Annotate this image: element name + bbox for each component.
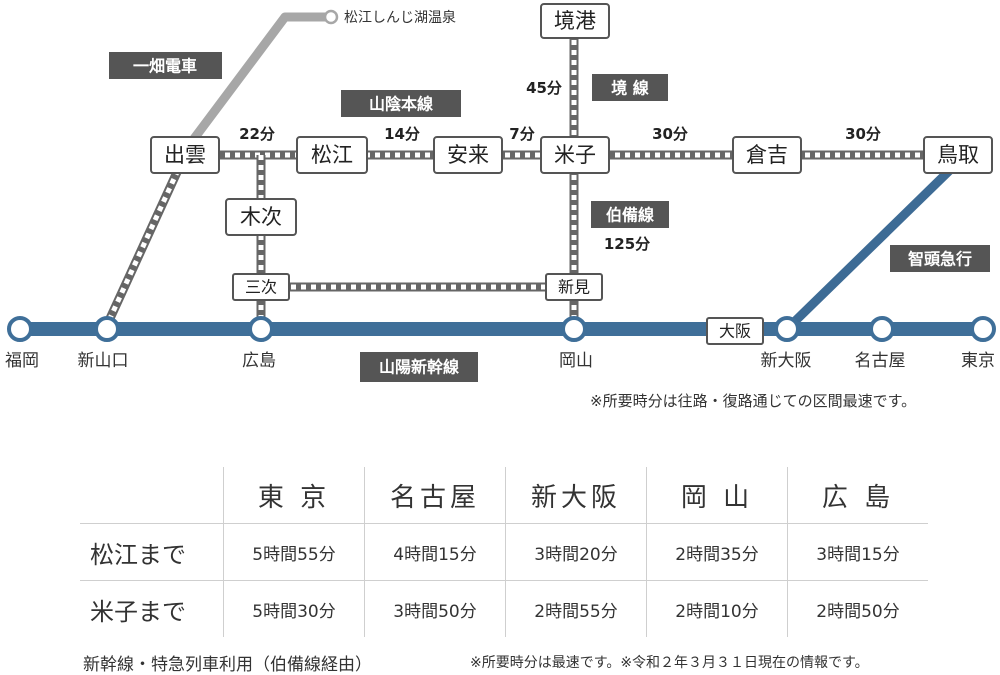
label-hiroshima: 広島 bbox=[242, 351, 276, 371]
col-okayama: 岡 山 bbox=[646, 467, 788, 524]
label-shinosaka: 新大阪 bbox=[761, 351, 812, 371]
station-matsue: 松江 bbox=[296, 136, 368, 174]
svg-text:山陰本線: 山陰本線 bbox=[369, 95, 433, 114]
stop-nagoya bbox=[869, 316, 895, 342]
label-sakai: 境 線 bbox=[592, 74, 668, 101]
table-cell: 3時間20分 bbox=[505, 523, 647, 581]
svg-text:伯備線: 伯備線 bbox=[606, 206, 654, 225]
table-cell: 2時間50分 bbox=[787, 580, 928, 637]
station-kurayoshi: 倉吉 bbox=[732, 136, 802, 174]
col-tokyo: 東 京 bbox=[223, 467, 365, 524]
route-map: 松江しんじ湖温泉 福岡 新山口 広島 岡山 新大阪 名古屋 東京 境港 出雲 bbox=[5, 3, 996, 410]
table-cell: 5時間30分 bbox=[223, 580, 365, 637]
table-cell: 3時間15分 bbox=[787, 523, 928, 581]
footer-disclaimer: ※所要時分は最速です。※令和２年３月３１日現在の情報です。 bbox=[470, 655, 869, 671]
time-yasugi-yonago: 7分 bbox=[509, 125, 534, 143]
col-shinosaka: 新大阪 bbox=[505, 467, 647, 524]
row-label-yonago: 米子まで bbox=[80, 580, 224, 637]
table-cell: 2時間10分 bbox=[646, 580, 788, 637]
label-nagoya: 名古屋 bbox=[855, 351, 906, 371]
label-fukuoka: 福岡 bbox=[5, 351, 39, 371]
station-yasugi: 安来 bbox=[433, 136, 503, 174]
travel-time-table: 東 京 名古屋 新大阪 岡 山 広 島 松江まで 5時間55分 4時間15分 3… bbox=[80, 467, 928, 637]
time-kurayoshi-tottori: 30分 bbox=[845, 125, 881, 143]
table-row: 松江まで 5時間55分 4時間15分 3時間20分 2時間35分 3時間15分 bbox=[80, 523, 928, 581]
ichibata-line bbox=[189, 12, 331, 143]
station-tottori: 鳥取 bbox=[923, 136, 993, 174]
time-yonago-kurayoshi: 30分 bbox=[652, 125, 688, 143]
svg-text:智頭急行: 智頭急行 bbox=[908, 250, 972, 269]
svg-text:米子: 米子 bbox=[554, 143, 596, 167]
svg-text:山陽新幹線: 山陽新幹線 bbox=[379, 358, 459, 377]
station-niimi: 新見 bbox=[545, 273, 603, 301]
table-corner bbox=[80, 467, 224, 524]
footer-route-note: 新幹線・特急列車利用（伯備線経由） bbox=[83, 655, 372, 675]
chizu-line bbox=[783, 166, 954, 333]
row-label-matsue: 松江まで bbox=[80, 523, 224, 581]
label-ichibata: 一畑電車 bbox=[109, 52, 222, 79]
station-kisuki: 木次 bbox=[225, 198, 297, 236]
stop-okayama bbox=[561, 316, 587, 342]
station-sakaiminato: 境港 bbox=[540, 3, 610, 39]
svg-text:木次: 木次 bbox=[240, 205, 282, 229]
svg-text:倉吉: 倉吉 bbox=[746, 143, 788, 167]
stop-fukuoka bbox=[7, 316, 33, 342]
svg-text:出雲: 出雲 bbox=[164, 143, 206, 167]
label-hakubi: 伯備線 bbox=[591, 201, 669, 228]
dest-matsue-shinjiko-onsen: 松江しんじ湖温泉 bbox=[344, 9, 456, 26]
label-sanin: 山陰本線 bbox=[341, 90, 461, 117]
label-tokyo: 東京 bbox=[961, 351, 995, 371]
svg-text:新見: 新見 bbox=[558, 278, 590, 297]
map-note: ※所要時分は往路・復路通じての区間最速です。 bbox=[590, 392, 916, 410]
stop-hiroshima bbox=[248, 316, 274, 342]
station-miyoshi: 三次 bbox=[232, 273, 290, 301]
label-shinyamaguchi: 新山口 bbox=[78, 351, 129, 371]
table-cell: 4時間15分 bbox=[364, 523, 506, 581]
stop-shinyamaguchi bbox=[94, 316, 120, 342]
label-chizu: 智頭急行 bbox=[890, 245, 990, 272]
time-yonago-sakaiminato: 45分 bbox=[526, 79, 562, 97]
col-hiroshima: 広 島 bbox=[787, 467, 928, 524]
station-yonago: 米子 bbox=[540, 136, 610, 174]
svg-text:境 線: 境 線 bbox=[611, 79, 649, 98]
ichibata-terminal-marker bbox=[323, 9, 339, 25]
time-izumo-matsue: 22分 bbox=[239, 125, 275, 143]
label-sanyo-shinkansen: 山陽新幹線 bbox=[360, 352, 478, 382]
svg-text:大阪: 大阪 bbox=[719, 322, 751, 341]
station-osaka: 大阪 bbox=[706, 317, 764, 345]
table-cell: 3時間50分 bbox=[364, 580, 506, 637]
table-row: 米子まで 5時間30分 3時間50分 2時間55分 2時間10分 2時間50分 bbox=[80, 580, 928, 637]
svg-text:松江: 松江 bbox=[311, 143, 353, 167]
svg-text:境港: 境港 bbox=[554, 9, 596, 33]
table-header-row: 東 京 名古屋 新大阪 岡 山 広 島 bbox=[80, 467, 928, 524]
table-cell: 2時間35分 bbox=[646, 523, 788, 581]
svg-text:鳥取: 鳥取 bbox=[937, 143, 979, 167]
svg-text:三次: 三次 bbox=[245, 278, 277, 297]
time-hakubi: 125分 bbox=[604, 235, 650, 253]
time-matsue-yasugi: 14分 bbox=[384, 125, 420, 143]
svg-text:一畑電車: 一畑電車 bbox=[133, 57, 197, 76]
stop-tokyo bbox=[970, 316, 996, 342]
svg-text:安来: 安来 bbox=[447, 143, 489, 167]
table-cell: 2時間55分 bbox=[505, 580, 647, 637]
label-okayama: 岡山 bbox=[559, 351, 593, 371]
stop-shinosaka bbox=[774, 316, 800, 342]
table-cell: 5時間55分 bbox=[223, 523, 365, 581]
col-nagoya: 名古屋 bbox=[364, 467, 506, 524]
station-izumo: 出雲 bbox=[150, 136, 220, 174]
